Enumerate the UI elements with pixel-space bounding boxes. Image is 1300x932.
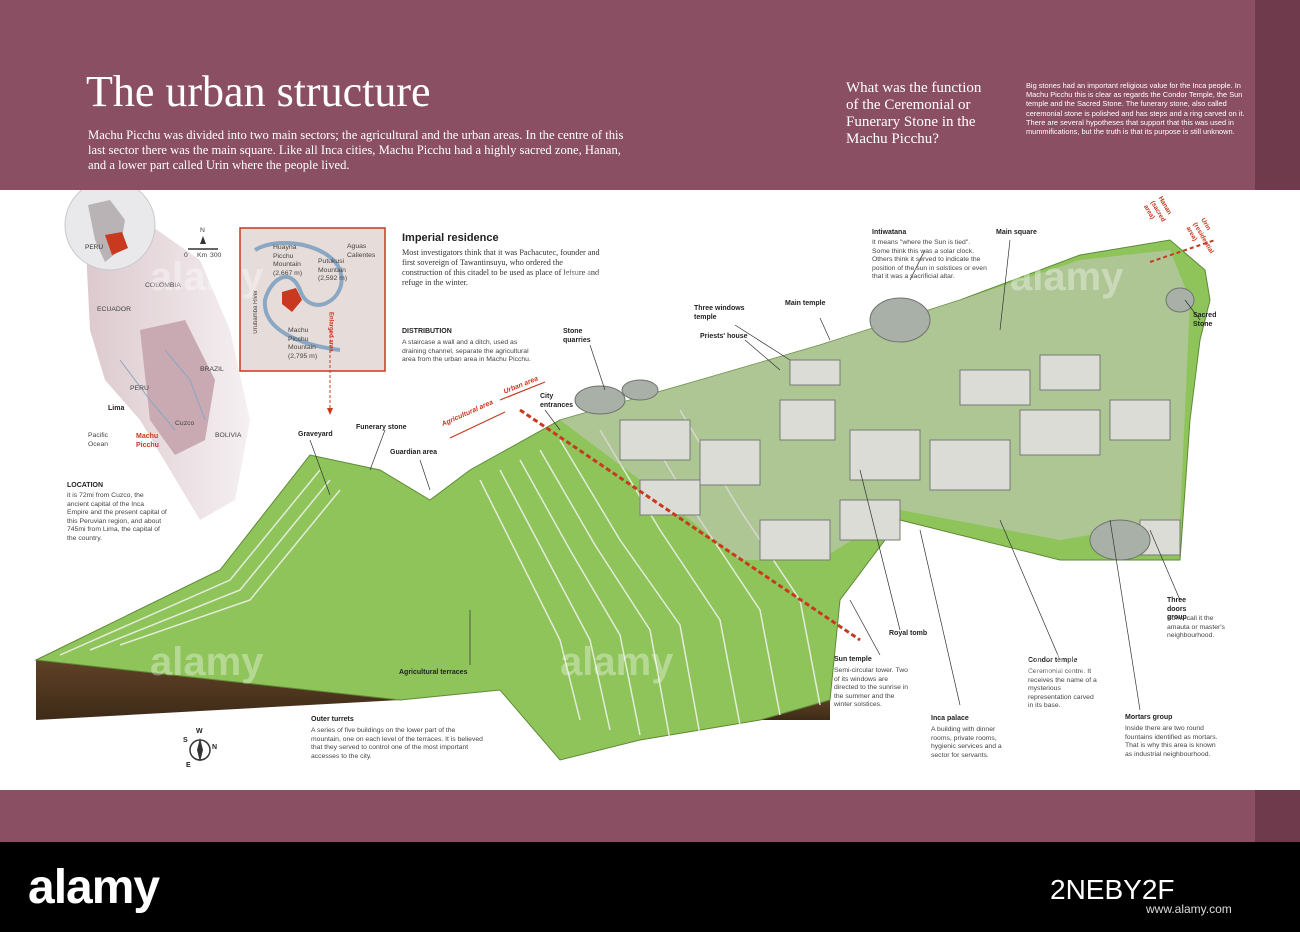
- map-country-bolivia: BOLIVIA: [215, 432, 242, 439]
- label-graveyard: Graveyard: [298, 431, 333, 438]
- compass-n: W: [196, 728, 203, 735]
- imperial-title: Imperial residence: [402, 232, 499, 244]
- scale-zero: 0: [184, 252, 188, 259]
- page-title: The urban structure: [86, 67, 431, 116]
- inset-huayna: Huayna Picchu Mountain (2,667 m): [273, 244, 303, 277]
- site-link[interactable]: www.alamy.com: [1146, 902, 1232, 916]
- map-country-peru: PERU: [130, 385, 149, 392]
- inset-putukusi: Putukusi Mountain (2,592 m): [318, 258, 348, 282]
- map-country-colombia: COLOMBIA: [145, 282, 181, 289]
- divider-line: [519, 408, 861, 642]
- inset-enlarged: Enlarged area: [327, 312, 334, 352]
- distribution-label: DISTRIBUTION: [402, 328, 452, 335]
- label-guardian-area: Guardian area: [390, 449, 438, 456]
- label-mortars-group: Mortars group: [1125, 714, 1173, 721]
- footer-band-edge: [1255, 790, 1300, 842]
- label-city-entrances: City entrances: [540, 393, 574, 409]
- footer: [0, 842, 1300, 932]
- compass-e: N: [212, 744, 218, 751]
- inca-palace-text: A building with dinner rooms, private ro…: [931, 726, 1002, 759]
- label-main-temple: Main temple: [785, 300, 826, 307]
- footer-band: [0, 790, 1300, 842]
- distribution-text: A staircase a wall and a ditch, used as …: [402, 339, 531, 363]
- label-sacred-stone: Sacred Stone: [1193, 312, 1217, 328]
- label-funerary-stone: Funerary stone: [356, 424, 407, 431]
- map-place-cuzco: Cuzco: [175, 420, 195, 427]
- watermark: alamy: [560, 640, 674, 684]
- urban-buildings: [619, 354, 1181, 561]
- sun-temple-text: Semi-circular tower. Two of its windows …: [834, 667, 909, 708]
- map-country-ecuador: ECUADOR: [97, 306, 131, 313]
- watermark: alamy: [560, 250, 674, 294]
- map-place-lima: Lima: [108, 405, 125, 412]
- machu-picchu-illustration: [34, 190, 1216, 762]
- map-country-brazil: BRAZIL: [200, 366, 224, 373]
- inset-machu: Machu Picchu Mountain (2,795 m): [288, 327, 318, 360]
- watermark: alamy: [150, 255, 264, 299]
- location-text: it is 72mi from Cuzco, the ancient capit…: [67, 492, 167, 542]
- condor-temple-text: Ceremonial centre. It receives the name …: [1028, 668, 1097, 709]
- compass-w: E: [186, 762, 191, 769]
- header-band: [0, 0, 1300, 190]
- intiwatana-text: It means "where the Sun is tied". Some t…: [872, 239, 987, 280]
- scale-unit: Km: [197, 252, 208, 259]
- leader-lines: [309, 239, 1201, 711]
- mortars-text: Inside there are two round fountains ide…: [1125, 725, 1218, 758]
- header-band-edge: [1255, 0, 1300, 190]
- scale-north: N: [200, 227, 205, 234]
- map-place-pacific: Pacific Ocean: [88, 432, 109, 448]
- globe-label: PERU: [85, 244, 104, 251]
- enlarged-area-marker: [282, 288, 302, 312]
- label-inca-palace: Inca palace: [931, 715, 969, 722]
- label-agricultural-terraces: Agricultural terraces: [399, 669, 468, 676]
- label-three-doors: Three doors group: [1167, 597, 1187, 621]
- label-three-windows: Three windows temple: [694, 305, 745, 321]
- question-title: What was the function of the Ceremonial …: [846, 80, 982, 147]
- compass-s: S: [183, 737, 188, 744]
- scale-max: 300: [210, 252, 222, 259]
- alamy-logo: alamy: [28, 861, 160, 914]
- question-text: Big stones had an important religious va…: [1026, 81, 1245, 137]
- label-condor-temple: Condor temple: [1028, 657, 1078, 664]
- watermark: alamy: [1010, 640, 1124, 684]
- watermark: alamy: [1010, 255, 1124, 299]
- watermark: alamy: [150, 640, 264, 684]
- intro-text: Machu Picchu was divided into two main s…: [88, 128, 624, 172]
- three-doors-text: Some call it the amauta or master's neig…: [1167, 615, 1225, 639]
- label-intiwatana: Intiwatana: [872, 229, 907, 236]
- label-outer-turrets: Outer turrets: [311, 716, 354, 723]
- image-id: 2NEBY2F: [1050, 874, 1175, 905]
- label-sun-temple: Sun temple: [834, 656, 872, 663]
- map-place-machu-picchu: Machu Picchu: [136, 433, 159, 449]
- peru-shape: [140, 320, 215, 455]
- rivers: [119, 349, 206, 431]
- location-label: LOCATION: [67, 482, 104, 489]
- inset-aguas: Aguas Calientes: [347, 243, 376, 259]
- label-priests-house: Priests' house: [700, 333, 748, 340]
- label-royal-tomb: Royal tomb: [889, 630, 928, 637]
- label-stone-quarries: Stone quarries: [563, 328, 591, 344]
- compass-icon: [189, 738, 211, 762]
- label-main-square: Main square: [996, 229, 1037, 236]
- rocks: [574, 287, 1195, 561]
- outer-turrets-text: A series of five buildings on the lower …: [311, 727, 483, 760]
- imperial-text: Most investigators think that it was Pac…: [402, 248, 600, 287]
